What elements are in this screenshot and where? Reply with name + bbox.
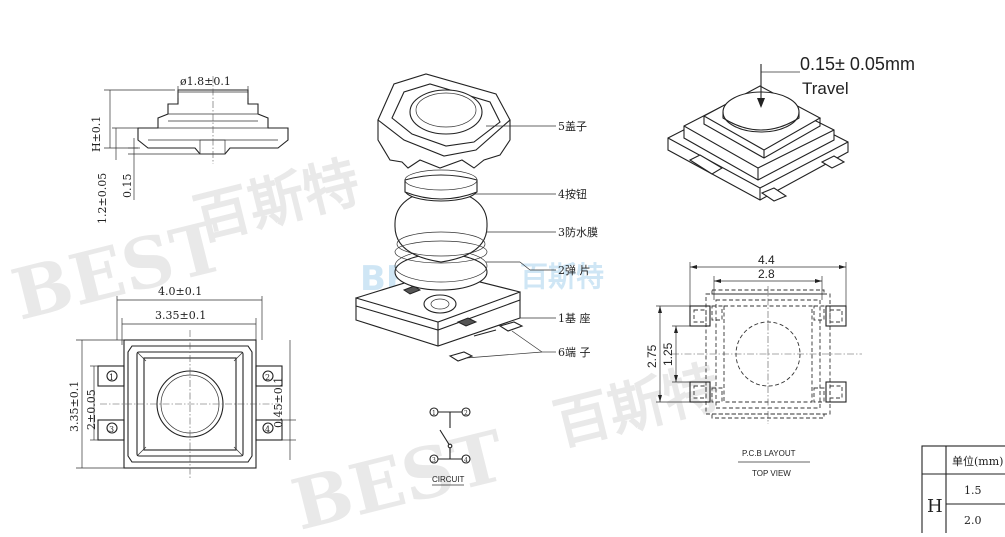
part-1-label: 1基 座 [558, 311, 591, 325]
circuit-label: CIRCUIT [432, 475, 465, 484]
table-value-1: 1.5 [964, 484, 982, 497]
pcb-dim-small: 1.25 [661, 342, 675, 366]
side-gap-label: 0.15 [121, 174, 134, 199]
top-pin-4: 4 [265, 425, 270, 434]
table-unit-header: 单位(mm) [952, 454, 1003, 468]
part-6-label: 6端 子 [558, 346, 591, 359]
dimension-table: 单位(mm) H 1.5 2.0 [921, 445, 1005, 537]
circuit-diagram: 1 2 3 4 CIRCUIT [429, 407, 471, 486]
watermarks: BEST 百斯特 BEST 百斯特 BEST 百斯特 [4, 149, 726, 537]
circuit-pin-2: 2 [464, 410, 468, 417]
pcb-layout: 4.4 2.8 2.75 [645, 253, 862, 478]
exploded-view: 5盖子 4按钮 3防水膜 2弹 片 1基 座 6端 子 [355, 73, 598, 362]
table-row-label: H [927, 496, 943, 517]
watermark-brand-2: BEST [284, 414, 513, 533]
pcb-dim-height: 2.75 [645, 344, 659, 368]
part-5-label: 5盖子 [558, 119, 587, 133]
watermark-brand-cn: 百斯特 [187, 149, 366, 254]
top-inner-width-label: 3.35±0.1 [155, 309, 206, 322]
top-pin-3: 3 [109, 425, 114, 434]
circuit-pin-1: 1 [432, 410, 436, 417]
pcb-dim-inner: 2.8 [758, 267, 775, 281]
part-2-label: 2弹 片 [558, 263, 591, 277]
top-pin-1: 1 [109, 373, 114, 382]
table-value-2: 2.0 [964, 514, 982, 527]
watermark-brand-cn-2: 百斯特 [547, 354, 726, 459]
travel-value: 0.15± 0.05mm [800, 54, 915, 74]
top-inner-height-label: 2±0.05 [85, 389, 98, 430]
circuit-pin-3: 3 [432, 457, 436, 464]
pcb-caption: P.C.B LAYOUT [742, 449, 796, 458]
watermark-brand-cn-blue: 百斯特 [520, 260, 604, 293]
top-width-label: 4.0±0.1 [158, 285, 202, 298]
top-pin-2: 2 [265, 373, 270, 382]
part-3-label: 3防水膜 [558, 225, 598, 239]
circuit-pin-4: 4 [464, 457, 468, 464]
part-4-label: 4按钮 [558, 187, 587, 201]
top-view: 4.0±0.1 3.35±0.1 1 2 3 4 [68, 285, 296, 478]
top-pin-label: 0.45±0.1 [272, 377, 285, 428]
travel-label: Travel [802, 79, 849, 98]
side-dia-label: ø1.8±0.1 [180, 75, 231, 88]
side-base-label: 1.2±0.05 [96, 173, 109, 224]
side-view: ø1.8±0.1 H±0.1 1.2±0.05 0.15 [90, 75, 289, 224]
pcb-dim-outer: 4.4 [758, 253, 775, 267]
pcb-sub-caption: TOP VIEW [752, 469, 791, 478]
side-h-label: H±0.1 [90, 116, 103, 152]
iso-view: 0.15± 0.05mm Travel [667, 54, 915, 202]
top-height-label: 3.35±0.1 [68, 381, 81, 432]
